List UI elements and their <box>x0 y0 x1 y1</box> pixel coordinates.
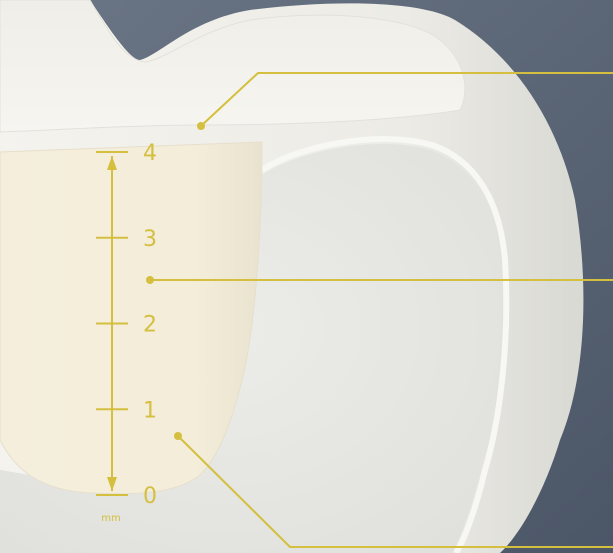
scale-tick-label-2: 2 <box>143 313 157 338</box>
callout-dot-top <box>197 122 205 130</box>
scale-tick-label-4: 4 <box>143 141 157 166</box>
scale-tick-label-1: 1 <box>143 398 157 423</box>
scale-tick-label-3: 3 <box>143 227 157 252</box>
callout-dot-middle <box>146 276 154 284</box>
scale-unit-label: mm <box>101 513 120 524</box>
scale-tick-label-0: 0 <box>143 484 157 509</box>
callout-dot-bottom <box>174 432 182 440</box>
